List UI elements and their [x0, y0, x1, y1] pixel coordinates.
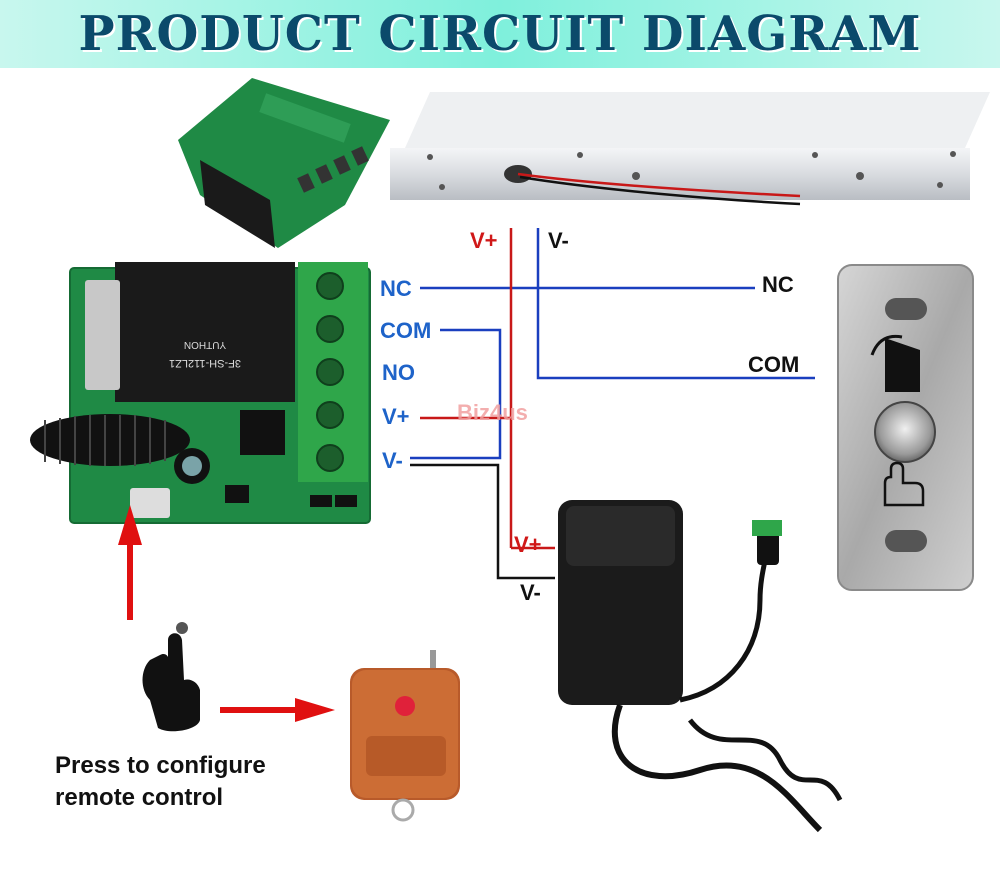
relay-board: 3F-SH-112LZ1 YUTHON [69, 262, 371, 524]
config-arrow-up [118, 505, 142, 620]
relay-maker: YUTHON [184, 339, 226, 350]
watermark: Biz4us [457, 400, 528, 425]
terminal-vminus-label: V- [382, 448, 403, 473]
terminal-no-label: NO [382, 360, 415, 385]
power-adapter [558, 500, 843, 833]
lock-vminus-label: V- [548, 228, 569, 253]
relay-text: 3F-SH-112LZ1 [169, 357, 241, 369]
psu-vplus-label: V+ [514, 532, 542, 557]
remote-control [350, 650, 460, 822]
terminal-vplus-label: V+ [382, 404, 410, 429]
magnetic-lock [390, 92, 990, 206]
page-title: PRODUCT CIRCUIT DIAGRAM [78, 6, 922, 62]
psu-vminus-label: V- [520, 580, 541, 605]
exit-button-plate [837, 264, 974, 591]
button-nc-label: NC [762, 272, 794, 297]
terminal-com-label: COM [380, 318, 432, 343]
button-com-label: COM [748, 352, 800, 377]
antenna-coil [30, 414, 190, 466]
config-arrow-right [220, 698, 335, 722]
terminal-nc-label: NC [380, 276, 412, 301]
caption-line-1: Press to configure [55, 752, 266, 779]
wires [410, 228, 815, 580]
configure-caption: Press to configure remote control [55, 750, 266, 814]
caption-line-2: remote control [55, 784, 224, 811]
relay-module-small [178, 78, 390, 248]
title-banner [0, 0, 1000, 68]
hand-press-icon [142, 622, 200, 732]
lock-vplus-label: V+ [470, 228, 498, 253]
